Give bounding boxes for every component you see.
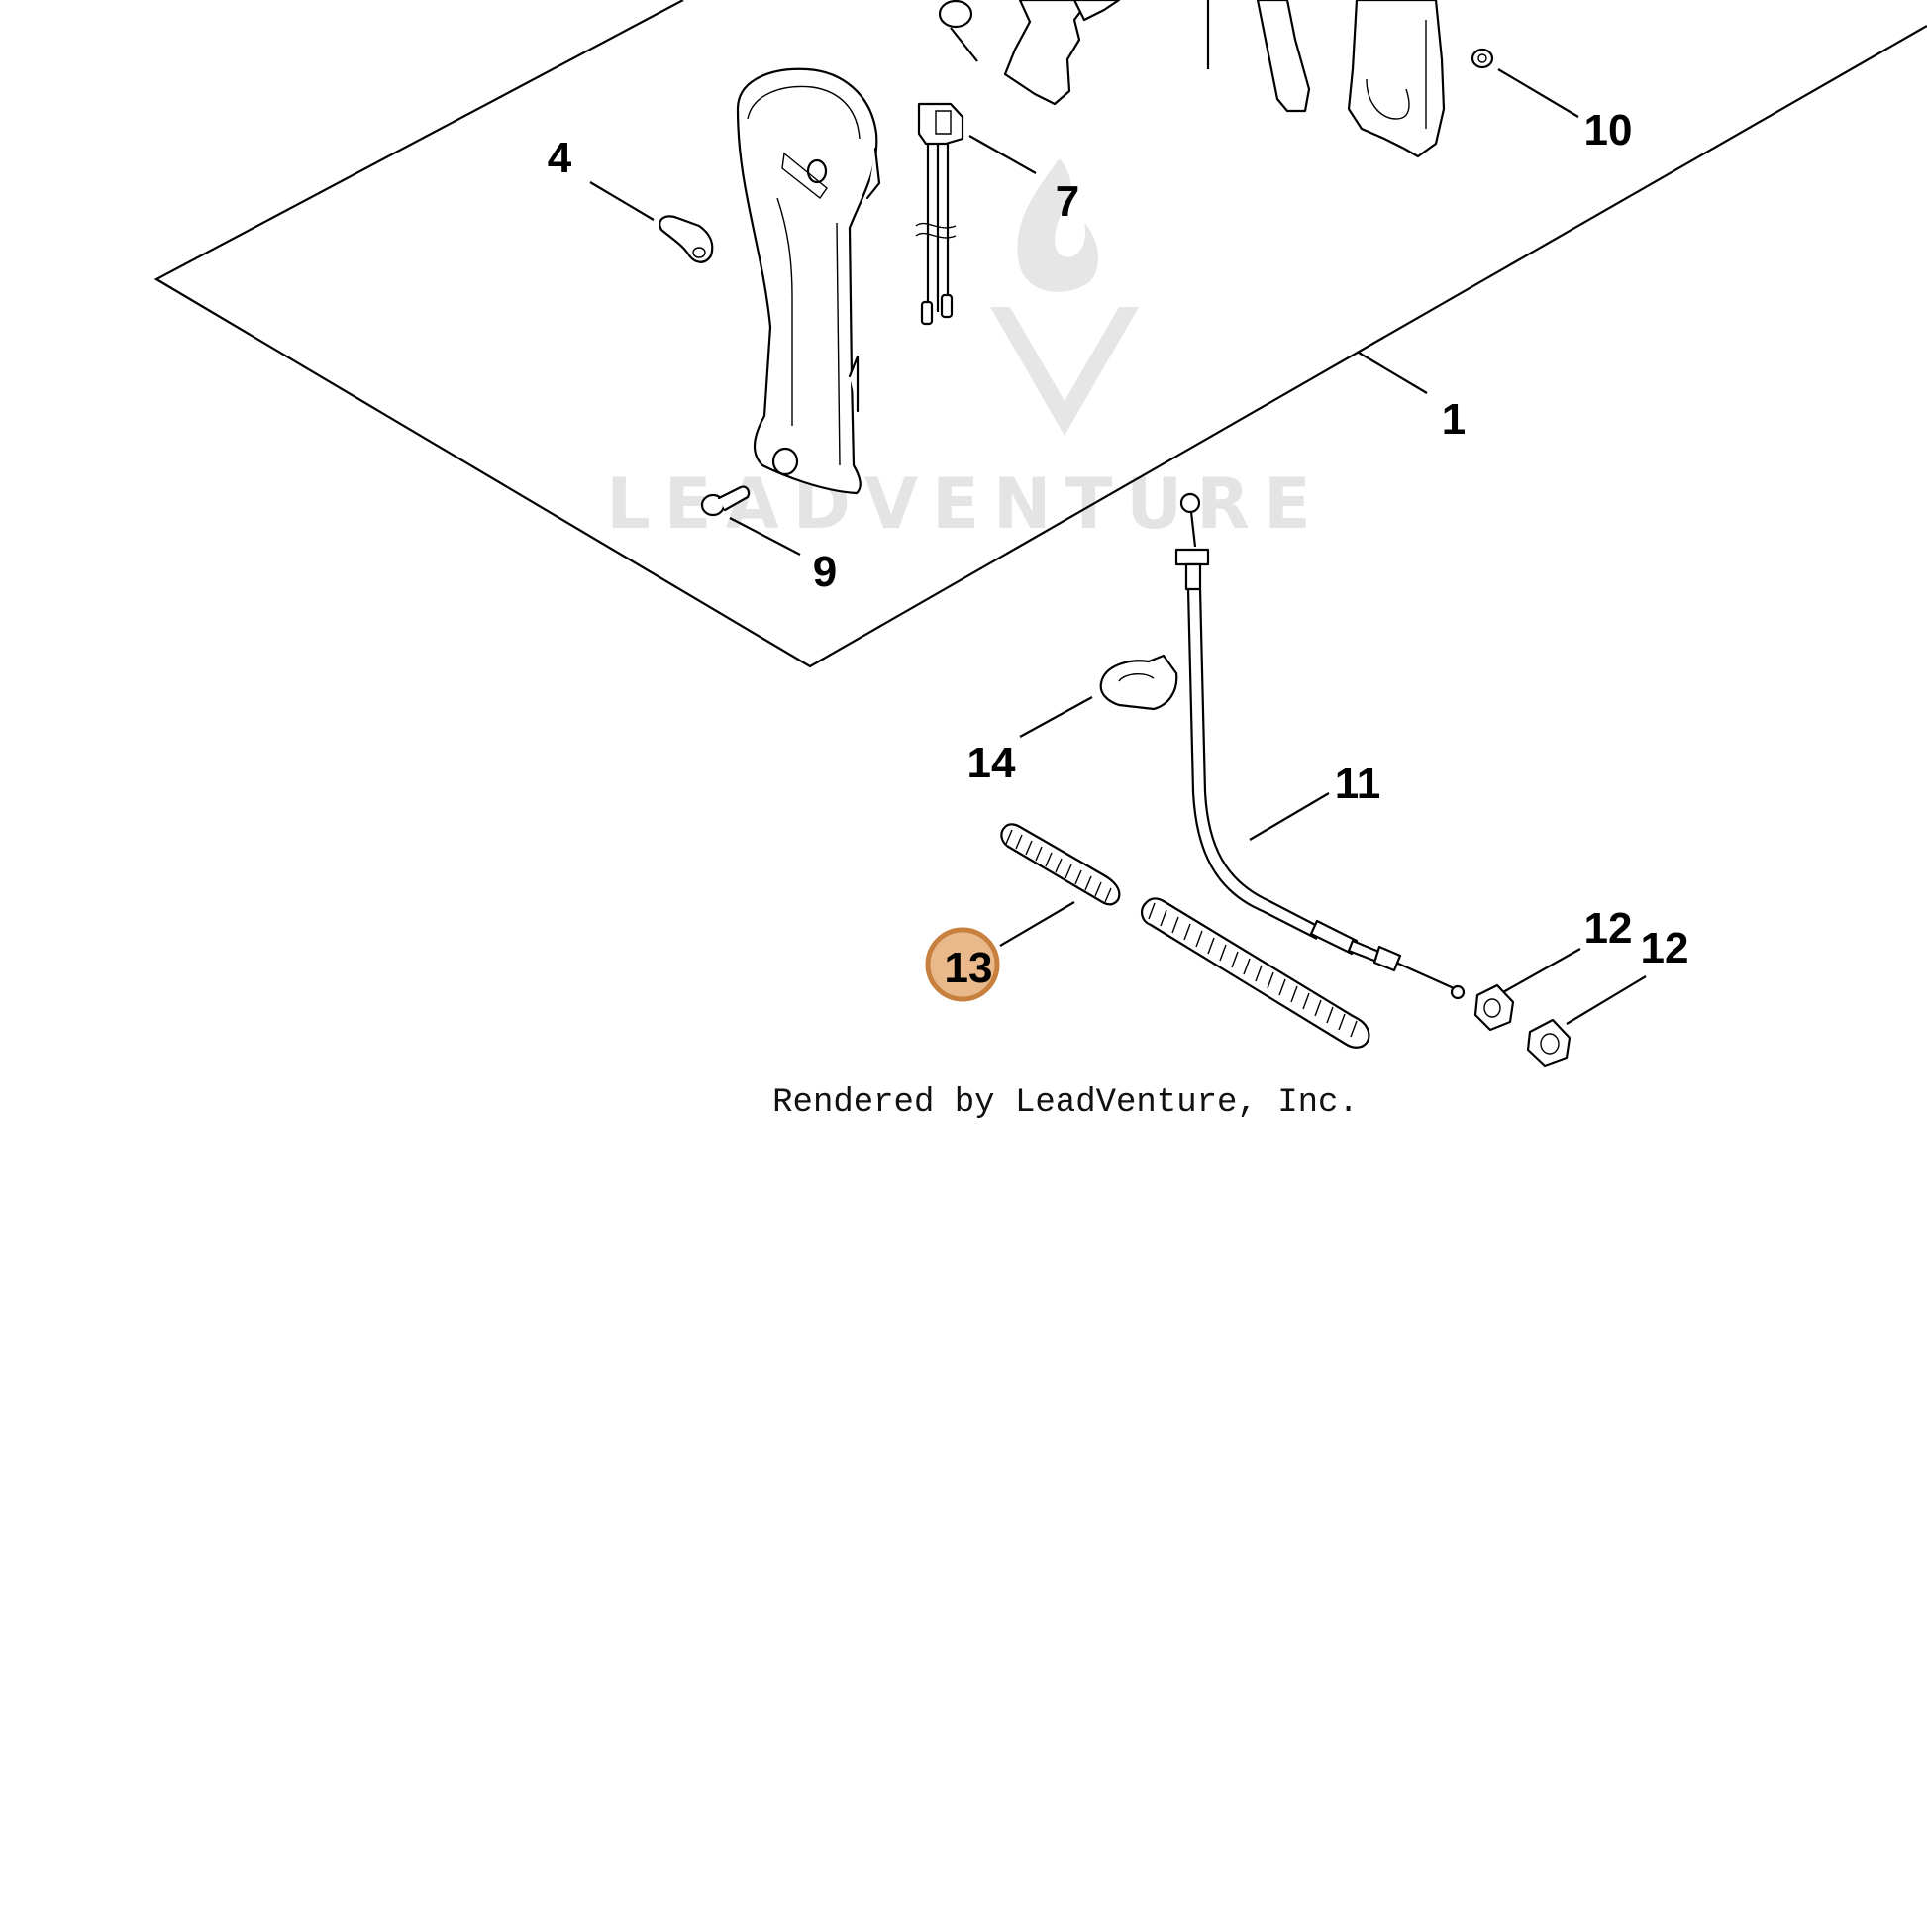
handle-grip-part — [736, 67, 881, 495]
callout-10[interactable]: 10 — [1584, 106, 1633, 154]
callout-11[interactable]: 11 — [1335, 760, 1381, 808]
throttle-cable-part-11 — [1174, 492, 1466, 1000]
callout-1[interactable]: 1 — [1442, 395, 1466, 444]
callout-9[interactable]: 9 — [813, 548, 837, 596]
callout-13[interactable]: 13 — [945, 944, 993, 992]
watermark: LEADVENTURE — [606, 158, 1311, 545]
clip-part-4 — [589, 181, 714, 263]
render-credit: Rendered by LeadVenture, Inc. — [772, 1084, 1359, 1122]
cable-holder-part-14 — [1019, 654, 1178, 738]
spring-part-13 — [999, 823, 1370, 1049]
callout-14[interactable]: 14 — [967, 739, 1016, 787]
switch-wire-part-7 — [915, 102, 1037, 326]
leader-1 — [1358, 352, 1428, 394]
callout-4[interactable]: 4 — [548, 134, 572, 182]
callout-7[interactable]: 7 — [1056, 177, 1079, 226]
callout-12-upper[interactable]: 12 — [1584, 904, 1633, 953]
assembly-plate-outline — [153, 0, 1927, 668]
nut-part-12 — [1473, 948, 1647, 1068]
callout-12-lower[interactable]: 12 — [1641, 924, 1689, 972]
leadventure-flame-icon — [990, 158, 1139, 436]
callout-13-highlight[interactable] — [925, 927, 1000, 1002]
screw-part-9 — [700, 485, 801, 556]
nut-part-10 — [1471, 48, 1579, 118]
upper-housing-parts — [938, 0, 1446, 158]
